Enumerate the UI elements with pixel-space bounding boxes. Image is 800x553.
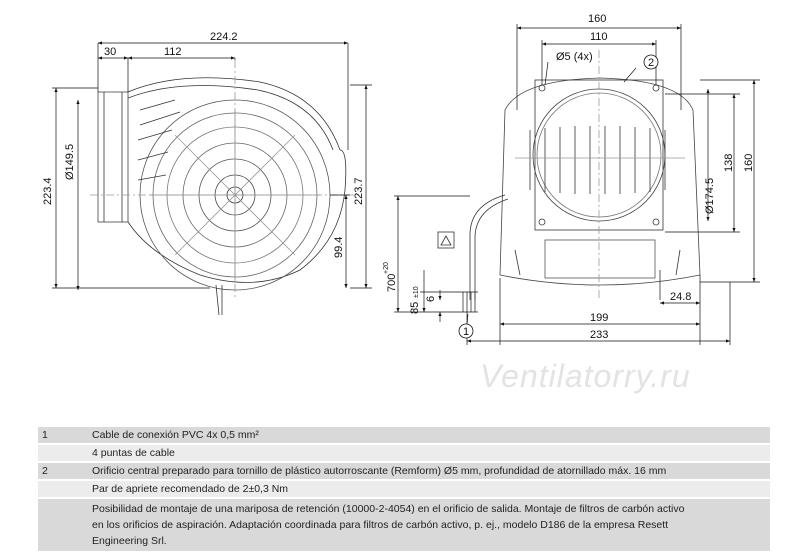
dim-lower-height: 99.4 [333,237,345,258]
note-row: 1 Cable de conexión PVC 4x 0,5 mm² [38,425,770,443]
notes-table: 1 Cable de conexión PVC 4x 0,5 mm² 4 pun… [38,425,770,551]
technical-drawing: Ventilatorry.ru [42,13,760,394]
callout-2-circle [643,54,659,70]
note-text-line: Posibilidad de montaje de una mariposa d… [92,503,685,515]
dim-hole-spacing: 110 [590,31,608,43]
note-text: Par de apriete recomendado de 2±0,3 Nm [86,481,770,497]
dim-width-199: 199 [590,312,608,324]
note-text-line: Engineering Srl. [92,535,167,547]
dim-height-total: 223.4 [42,177,54,205]
dim-hole-diameter: Ø5 (4x) [556,51,593,63]
dim-offset-24-8: 24.8 [670,291,691,303]
note-text-line: en los orificios de aspiración. Adaptaci… [92,519,669,531]
dim-height-160: 160 [743,154,755,172]
dim-top-width: 160 [588,13,606,25]
note-row: 2 Orificio central preparado para tornil… [38,461,770,479]
note-number [38,445,86,461]
note-row: Par de apriete recomendado de 2±0,3 Nm [38,479,770,497]
dim-width-233: 233 [590,329,608,341]
callout-1-label: 1 [463,326,469,338]
right-view-dimensions [394,24,760,345]
note-number [38,499,86,551]
right-view [437,50,701,312]
dim-cable-strip: 85 [409,302,421,314]
dim-cable-strip-tol: ±10 [413,286,420,298]
note-text: 4 puntas de cable [86,445,770,461]
dim-left-offset: 30 [104,46,116,58]
dim-mid-width: 112 [164,46,182,58]
dim-total-width: 224.2 [210,31,238,43]
note-text: Orificio central preparado para tornillo… [86,463,770,479]
callout-2-label: 2 [648,57,654,69]
note-number [38,481,86,497]
left-view-dimensions [52,41,372,290]
watermark: Ventilatorry.ru [480,358,691,394]
dim-outlet-diameter: Ø174.5 [704,178,716,214]
left-view [90,60,360,316]
dim-cable-length: 700 [386,274,398,292]
dim-inner-diameter: Ø149.5 [64,144,76,180]
dim-cable-length-tol: +20 [383,262,390,274]
callout-1-circle [458,323,474,339]
note-row: 4 puntas de cable [38,443,770,461]
note-text: Cable de conexión PVC 4x 0,5 mm² [86,427,770,443]
dim-cable-tip: 6 [425,296,437,302]
note-number: 1 [38,427,86,443]
note-number: 2 [38,463,86,479]
note-text: Posibilidad de montaje de una mariposa d… [86,499,770,551]
note-row: Posibilidad de montaje de una mariposa d… [38,497,770,551]
dim-right-height: 223.7 [353,177,365,205]
dim-height-138: 138 [723,154,735,172]
